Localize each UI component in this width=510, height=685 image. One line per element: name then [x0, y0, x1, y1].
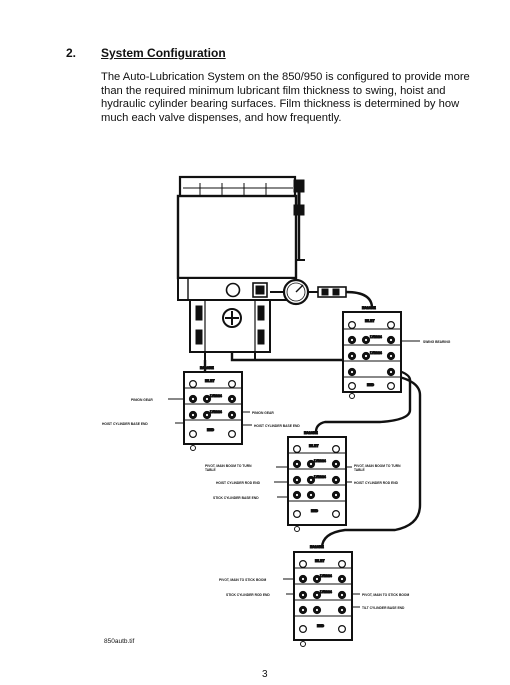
end-label: END [367, 383, 375, 387]
valve-block-swing: HA1GRE INLET LV2S24 LV2S24 END [342, 306, 402, 399]
valve-type-label: LV2S24 [314, 475, 326, 479]
callout-pinion-gear: PINION GEAR [252, 411, 274, 415]
inlet-label: INLET [365, 319, 375, 323]
callout-stick-cylinder-base: STICK CYLINDER BASE END [213, 496, 259, 500]
end-label: END [317, 624, 325, 628]
callout-hoist-cylinder-rod: HOIST CYLINDER ROD END [354, 481, 399, 485]
inlet-label: INLET [309, 444, 319, 448]
callout-pivot-main-boom: TABLE [354, 468, 366, 472]
callout-swing-bearing: SWING BEARING [423, 340, 451, 344]
callout-hoist-cylinder-rod: HOIST CYLINDER ROD END [216, 481, 261, 485]
pump-assembly [176, 175, 347, 360]
valve-type-label: LV2S24 [210, 394, 222, 398]
valve-type-label: LV2S24 [210, 410, 222, 414]
callout-hoist-cylinder-base: HOIST CYLINDER BASE END [254, 424, 300, 428]
callout-hoist-cylinder-base: HOIST CYLINDER BASE END [102, 422, 148, 426]
callout-pivot-main-stick: PIVOT, MAIN TO STICK BOOM [219, 578, 266, 582]
valve-block-boom: HA1GRE INLET LV2S24 LV2S24 END [287, 431, 347, 532]
valve-type-label: LV2S24 [370, 335, 382, 339]
file-name: 850autb.tif [104, 638, 135, 645]
page-number: 3 [262, 669, 268, 680]
callout-pivot-main-boom: PIVOT, MAIN BOOM TO TURN [205, 464, 252, 468]
header-label: HA1GRE [200, 366, 215, 370]
end-label: END [207, 428, 215, 432]
section-title: System Configuration [101, 46, 226, 60]
callout-pivot-main-boom: PIVOT, MAIN BOOM TO TURN [354, 464, 401, 468]
callout-tilt-cylinder-base: TILT CYLINDER BASE END [362, 606, 405, 610]
callout-pinion-gear: PINION GEAR [131, 398, 153, 402]
callout-stick-cylinder-rod: STICK CYLINDER ROD END [226, 593, 270, 597]
inlet-label: INLET [205, 379, 215, 383]
valve-type-label: LV2S24 [370, 351, 382, 355]
valve-block-stick: HA1GRE INLET LV2S24 LV2S24 END [293, 545, 353, 647]
callout-pivot-main-boom: TABLE [205, 468, 217, 472]
header-label: HA1GRE [310, 545, 325, 549]
end-label: END [311, 509, 319, 513]
valve-type-label: LV2S24 [320, 590, 332, 594]
callout-pivot-main-stick: PIVOT, MAIN TO STICK BOOM [362, 593, 409, 597]
valve-type-label: LV2S24 [314, 459, 326, 463]
inlet-label: INLET [315, 559, 325, 563]
header-label: HA1GRE [304, 431, 319, 435]
valve-type-label: LV2S24 [320, 574, 332, 578]
valve-block-pinion: HA1GRE INLET LV2S24 LV2S24 END [183, 366, 243, 451]
header-label: HA1GRE [362, 306, 377, 310]
body-paragraph: The Auto-Lubrication System on the 850/9… [101, 71, 470, 124]
section-number: 2. [66, 46, 77, 60]
